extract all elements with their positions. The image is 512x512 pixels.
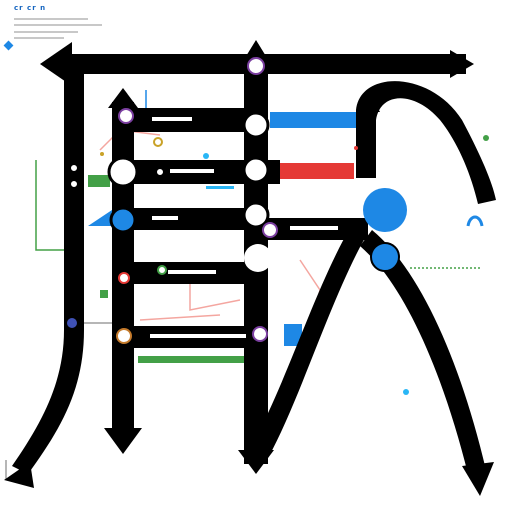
small-dot-icon <box>483 135 489 141</box>
red-status-bar <box>270 163 354 179</box>
status-bars <box>68 112 368 363</box>
ring-node-icon <box>252 326 268 342</box>
small-dot-icon <box>354 146 358 150</box>
rung-label <box>170 169 214 173</box>
rung-label <box>150 334 246 338</box>
salmon-connector <box>139 314 221 321</box>
link-circle-icon <box>242 201 270 229</box>
link-circle-icon <box>109 206 137 234</box>
arrow-up-icon <box>356 90 380 112</box>
legend-line <box>14 24 102 26</box>
rung-label <box>168 270 216 274</box>
arrow-down-icon <box>4 462 34 488</box>
ring-node-icon <box>118 108 134 124</box>
arrow-down-icon <box>462 462 494 496</box>
salmon-connector <box>189 280 241 311</box>
small-dot-icon <box>403 389 409 395</box>
arrow-up-icon <box>108 88 138 108</box>
rung-label <box>152 117 192 121</box>
arrow-right-icon <box>450 50 474 78</box>
nodes <box>67 57 489 395</box>
legend-line <box>14 18 88 20</box>
ring-node-icon <box>262 222 278 238</box>
ring-node-icon <box>155 167 165 177</box>
blue-small-block <box>284 324 302 346</box>
main-structure <box>4 40 496 496</box>
rung-label <box>284 288 296 292</box>
green-small-bar <box>100 290 108 298</box>
link-circle-icon <box>107 156 139 188</box>
ring-node-icon <box>116 328 132 344</box>
blue-status-bar <box>270 112 368 128</box>
green-status-bar <box>138 356 248 363</box>
hub-node-icon <box>370 242 400 272</box>
small-dot-icon <box>100 152 104 156</box>
link-circle-icon <box>242 156 270 184</box>
rung-3 <box>112 208 268 230</box>
right-hook <box>356 81 496 204</box>
blue-dash <box>206 186 234 189</box>
left-column <box>12 64 84 474</box>
rung-labels <box>150 117 338 338</box>
legend-title: cr cr n <box>14 4 47 12</box>
rung-label <box>152 216 178 220</box>
arch-icon <box>466 215 484 227</box>
rung-label <box>290 226 338 230</box>
legend-line <box>14 31 78 33</box>
green-connector <box>35 160 66 251</box>
green-small-bar <box>88 175 110 187</box>
small-dot-icon <box>69 163 79 173</box>
legend-block: cr cr n <box>3 4 106 51</box>
right-leg-out <box>360 230 486 474</box>
rung-link <box>268 160 280 184</box>
rung-label <box>284 306 296 310</box>
arrow-up-icon <box>240 40 272 66</box>
right-leg-in <box>250 228 366 458</box>
hub-node-icon <box>363 188 407 232</box>
small-dot-icon <box>203 153 209 159</box>
ring-node-icon <box>153 137 163 147</box>
arrow-down-icon <box>104 428 142 454</box>
rung-label <box>284 264 296 268</box>
small-dot-icon <box>69 179 79 189</box>
blue-wedge <box>88 210 112 226</box>
ring-node-icon <box>157 265 167 275</box>
legend-line <box>14 37 64 39</box>
link-circle-icon <box>244 244 272 272</box>
small-dot-icon <box>67 318 77 328</box>
link-circle-icon <box>242 111 270 139</box>
ring-node-icon <box>247 57 265 75</box>
ring-node-icon <box>118 272 130 284</box>
